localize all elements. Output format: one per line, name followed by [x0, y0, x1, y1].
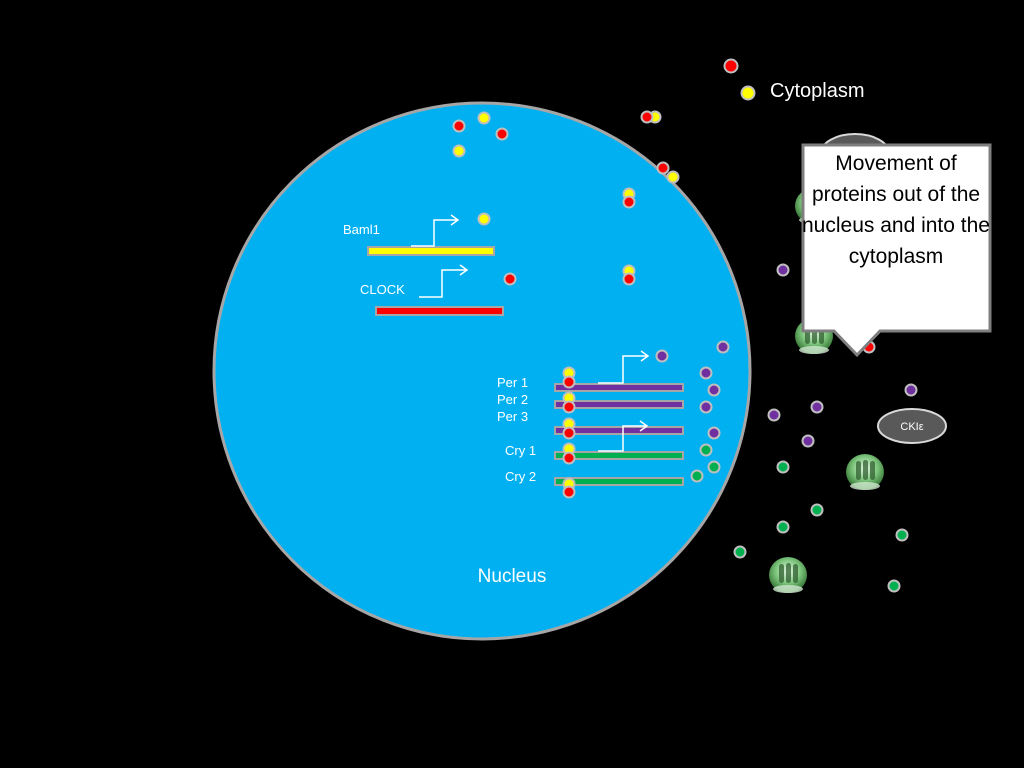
gene-label-per2: Per 2: [497, 392, 528, 407]
protein-green: [887, 579, 901, 593]
protein-green: [699, 443, 713, 457]
gene-bar-per1: [554, 383, 684, 392]
protein-purple: [699, 366, 713, 380]
transcription-arrow-cry: [598, 420, 649, 452]
protein-red: [562, 451, 576, 465]
red-proteins: [452, 110, 876, 499]
transcription-arrow-per: [598, 350, 650, 384]
protein-yellow: [452, 144, 466, 158]
protein-yellow: [477, 111, 491, 125]
gene-bar-per3: [554, 426, 684, 435]
gene-bar-cry1: [554, 451, 684, 460]
protein-red: [452, 119, 466, 133]
protein-red: [640, 110, 654, 124]
nucleus-circle: [212, 101, 752, 641]
green-proteins: [690, 443, 909, 593]
protein-green: [810, 503, 824, 517]
protein-green: [733, 545, 747, 559]
gene-bar-per2: [554, 400, 684, 409]
ckie-enzyme-label: CKIε: [900, 421, 923, 433]
protein-green: [690, 469, 704, 483]
protein-red: [562, 485, 576, 499]
protein-red: [562, 375, 576, 389]
protein-purple: [707, 426, 721, 440]
protein-red: [622, 195, 636, 209]
protein-yellow: [477, 212, 491, 226]
gene-label-per1: Per 1: [497, 375, 528, 390]
legend-yellow-protein: [740, 85, 756, 101]
protein-green: [707, 460, 721, 474]
gene-label-cry1: Cry 1: [505, 443, 536, 458]
protein-purple: [904, 383, 918, 397]
protein-green: [895, 528, 909, 542]
gene-label-baml1: Baml1: [343, 222, 380, 237]
legend-cytoplasm-label: Cytoplasm: [770, 80, 864, 102]
purple-proteins: [655, 263, 918, 448]
protein-green: [776, 520, 790, 534]
transcription-arrow-baml1: [411, 214, 460, 247]
protein-purple: [767, 408, 781, 422]
protein-red: [622, 272, 636, 286]
protein-purple: [776, 263, 790, 277]
protein-purple: [699, 400, 713, 414]
legend-red-protein: [723, 58, 739, 74]
gene-bar-baml1: [367, 246, 495, 256]
gene-label-per3: Per 3: [497, 409, 528, 424]
proteasome-icon: [846, 454, 884, 490]
protein-red: [495, 127, 509, 141]
protein-purple: [801, 434, 815, 448]
protein-red: [562, 426, 576, 440]
protein-purple: [707, 383, 721, 397]
protein-red: [562, 400, 576, 414]
gene-bar-clock: [375, 306, 504, 316]
protein-red: [503, 272, 517, 286]
protein-yellow: [666, 170, 680, 184]
gene-label-clock: CLOCK: [360, 282, 405, 297]
protein-red: [656, 161, 670, 175]
callout-box: [801, 143, 992, 358]
protein-purple: [810, 400, 824, 414]
proteasome-icon: [769, 557, 807, 593]
protein-purple: [716, 340, 730, 354]
protein-purple: [655, 349, 669, 363]
nucleus-label: Nucleus: [478, 566, 547, 587]
transcription-arrow-clock: [419, 264, 469, 298]
callout-text: Movement of proteins out of the nucleus …: [802, 152, 990, 268]
gene-bar-cry2: [554, 477, 684, 486]
ckie-enzyme-oval: [877, 408, 947, 444]
gene-label-cry2: Cry 2: [505, 469, 536, 484]
protein-green: [776, 460, 790, 474]
